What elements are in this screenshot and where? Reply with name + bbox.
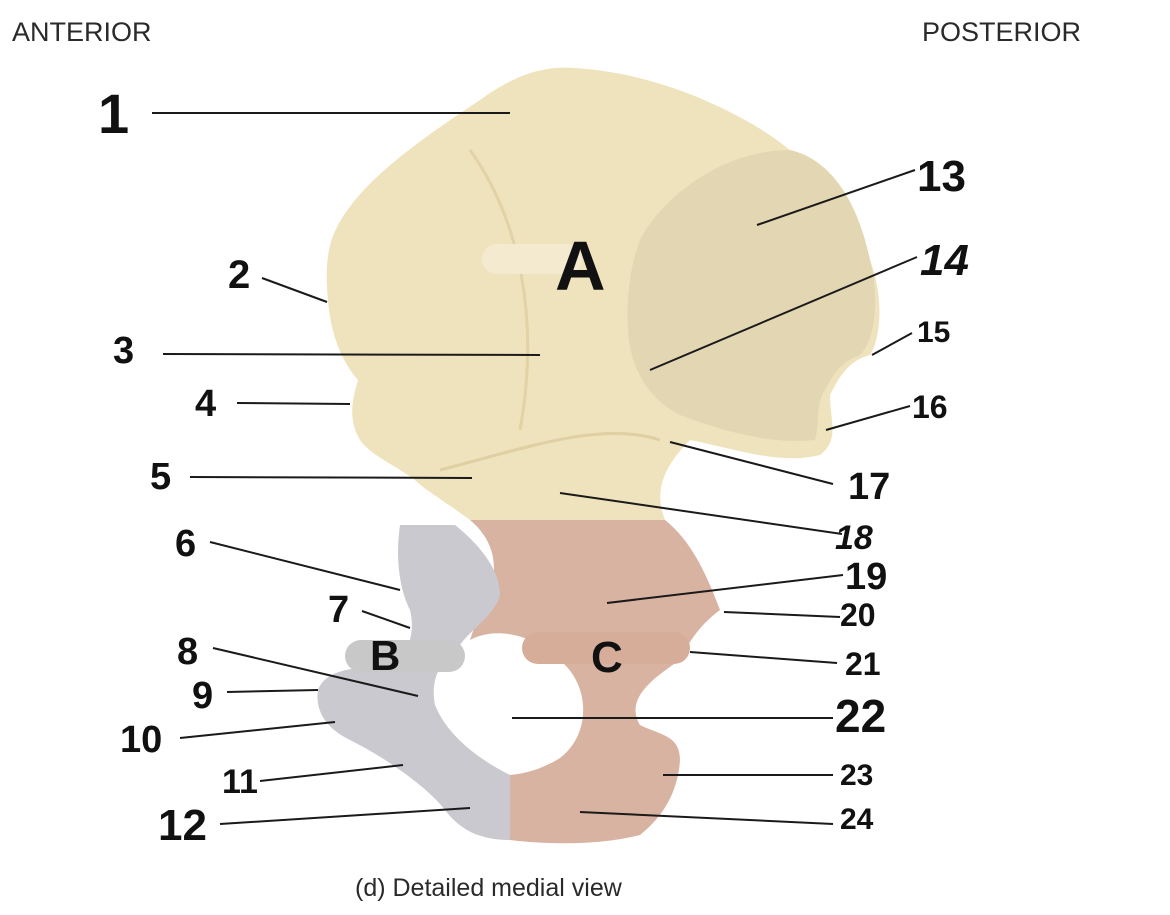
- callout-4: 4: [195, 383, 216, 425]
- callout-6: 6: [175, 523, 196, 565]
- leader-2: [261, 277, 328, 303]
- leader-18: [559, 492, 843, 535]
- leader-7: [361, 610, 411, 629]
- leader-9: [226, 689, 319, 693]
- callout-7: 7: [328, 589, 349, 631]
- callout-9: 9: [192, 675, 213, 717]
- arcuate-line-shading: [439, 431, 661, 472]
- region-mask-A: [482, 244, 582, 274]
- callout-20: 20: [840, 597, 876, 633]
- leader-8: [212, 647, 419, 697]
- callout-10: 10: [120, 719, 162, 761]
- leader-20: [723, 611, 841, 618]
- callout-1: 1: [98, 82, 129, 145]
- callout-8: 8: [177, 631, 198, 673]
- callout-13: 13: [917, 152, 966, 201]
- region-letter-A: A: [555, 227, 606, 305]
- posterior-label: POSTERIOR: [922, 17, 1081, 47]
- region-mask-B: [345, 640, 465, 672]
- callout-11: 11: [222, 763, 258, 801]
- callout-14: 14: [920, 236, 969, 285]
- region-letter-B: B: [370, 632, 400, 679]
- callout-3: 3: [113, 330, 134, 372]
- anterior-label: ANTERIOR: [12, 17, 152, 47]
- ischium-region: [470, 520, 720, 844]
- leader-6: [209, 541, 401, 591]
- callout-24: 24: [840, 803, 874, 836]
- leader-3: [162, 353, 541, 356]
- callout-15: 15: [917, 316, 950, 349]
- leader-12: [219, 807, 471, 825]
- callout-17: 17: [848, 466, 890, 508]
- region-letter-C: C: [591, 633, 623, 682]
- callout-12: 12: [158, 801, 207, 850]
- pubis-region: [317, 525, 510, 840]
- leader-13: [756, 169, 916, 226]
- callout-19: 19: [845, 556, 887, 598]
- leader-19: [606, 574, 844, 604]
- callout-16: 16: [912, 389, 948, 425]
- obturator-foramen: [453, 644, 584, 770]
- figure-caption: (d) Detailed medial view: [355, 874, 623, 902]
- callout-23: 23: [840, 759, 873, 792]
- leader-4: [236, 402, 351, 405]
- callout-21: 21: [845, 646, 881, 682]
- leader-14: [649, 256, 918, 371]
- leader-24: [579, 811, 834, 825]
- leader-17: [669, 441, 834, 485]
- leader-15: [871, 332, 913, 356]
- leader-11: [259, 764, 404, 782]
- leader-10: [179, 721, 336, 739]
- callout-5: 5: [150, 456, 171, 498]
- iliac-fossa-shading: [468, 149, 530, 431]
- leader-21: [689, 651, 838, 664]
- leader-5: [189, 476, 473, 479]
- region-mask-C: [522, 632, 690, 664]
- leader-lines: [152, 112, 918, 825]
- callout-18: 18: [835, 519, 873, 557]
- hip-bone-illustration: [317, 67, 880, 844]
- auricular-surface: [627, 150, 876, 441]
- callout-2: 2: [228, 253, 250, 297]
- leader-16: [825, 405, 911, 431]
- callout-22: 22: [835, 690, 886, 742]
- callout-numbers: 1 2 3 4 5 6 7 8 9 10 11 12 13 14 15 16 1…: [98, 82, 969, 850]
